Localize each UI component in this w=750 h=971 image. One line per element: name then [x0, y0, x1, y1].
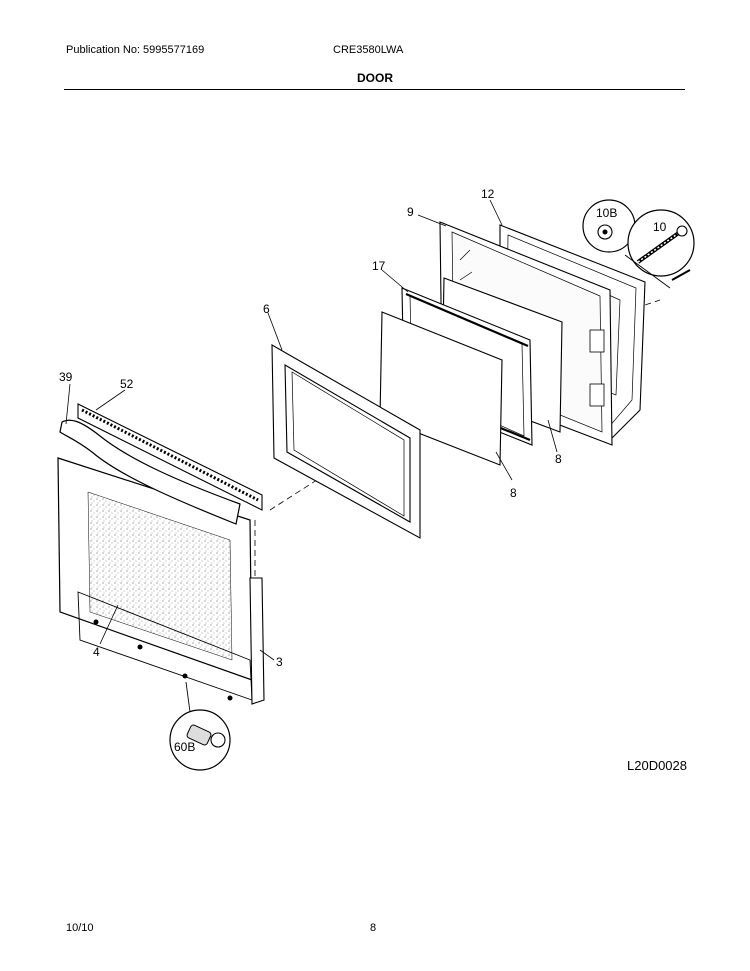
diagram-reference-code: L20D0028 [627, 758, 687, 773]
part-window-frame-6 [271, 344, 421, 539]
screw-lead-line-2 [671, 269, 691, 281]
callout-10: 10 [653, 220, 667, 234]
screw-60b-lead [185, 681, 191, 713]
footer-date: 10/10 [66, 922, 94, 934]
callout-4: 4 [93, 645, 100, 659]
part-door-handle-39 [59, 419, 241, 525]
publication-number: Publication No: 5995577169 [66, 44, 205, 56]
callout-8-rear: 8 [555, 452, 562, 466]
screw-60b-inset [169, 709, 231, 771]
bottom-screws [93, 619, 233, 701]
screw-10-inset [627, 209, 695, 277]
part-outer-door-panel-4 [57, 457, 253, 701]
leader-lines [65, 199, 558, 661]
part-vent-trim-52 [77, 403, 263, 511]
callout-39: 39 [59, 370, 73, 384]
callout-8-front: 8 [510, 486, 517, 500]
callout-60b: 60B [174, 740, 195, 754]
callout-52: 52 [120, 377, 134, 391]
header-rule [64, 89, 685, 90]
callout-3: 3 [276, 655, 283, 669]
callout-9: 9 [407, 205, 414, 219]
callout-6: 6 [263, 302, 270, 316]
section-title: DOOR [357, 71, 393, 85]
callout-10b: 10B [596, 206, 617, 220]
screw-lead-line [624, 254, 671, 289]
model-number: CRE3580LWA [333, 44, 404, 56]
page-number: 8 [370, 922, 377, 934]
callout-17: 17 [372, 259, 386, 273]
callout-12: 12 [481, 187, 495, 201]
part-side-trim-3 [249, 577, 265, 705]
